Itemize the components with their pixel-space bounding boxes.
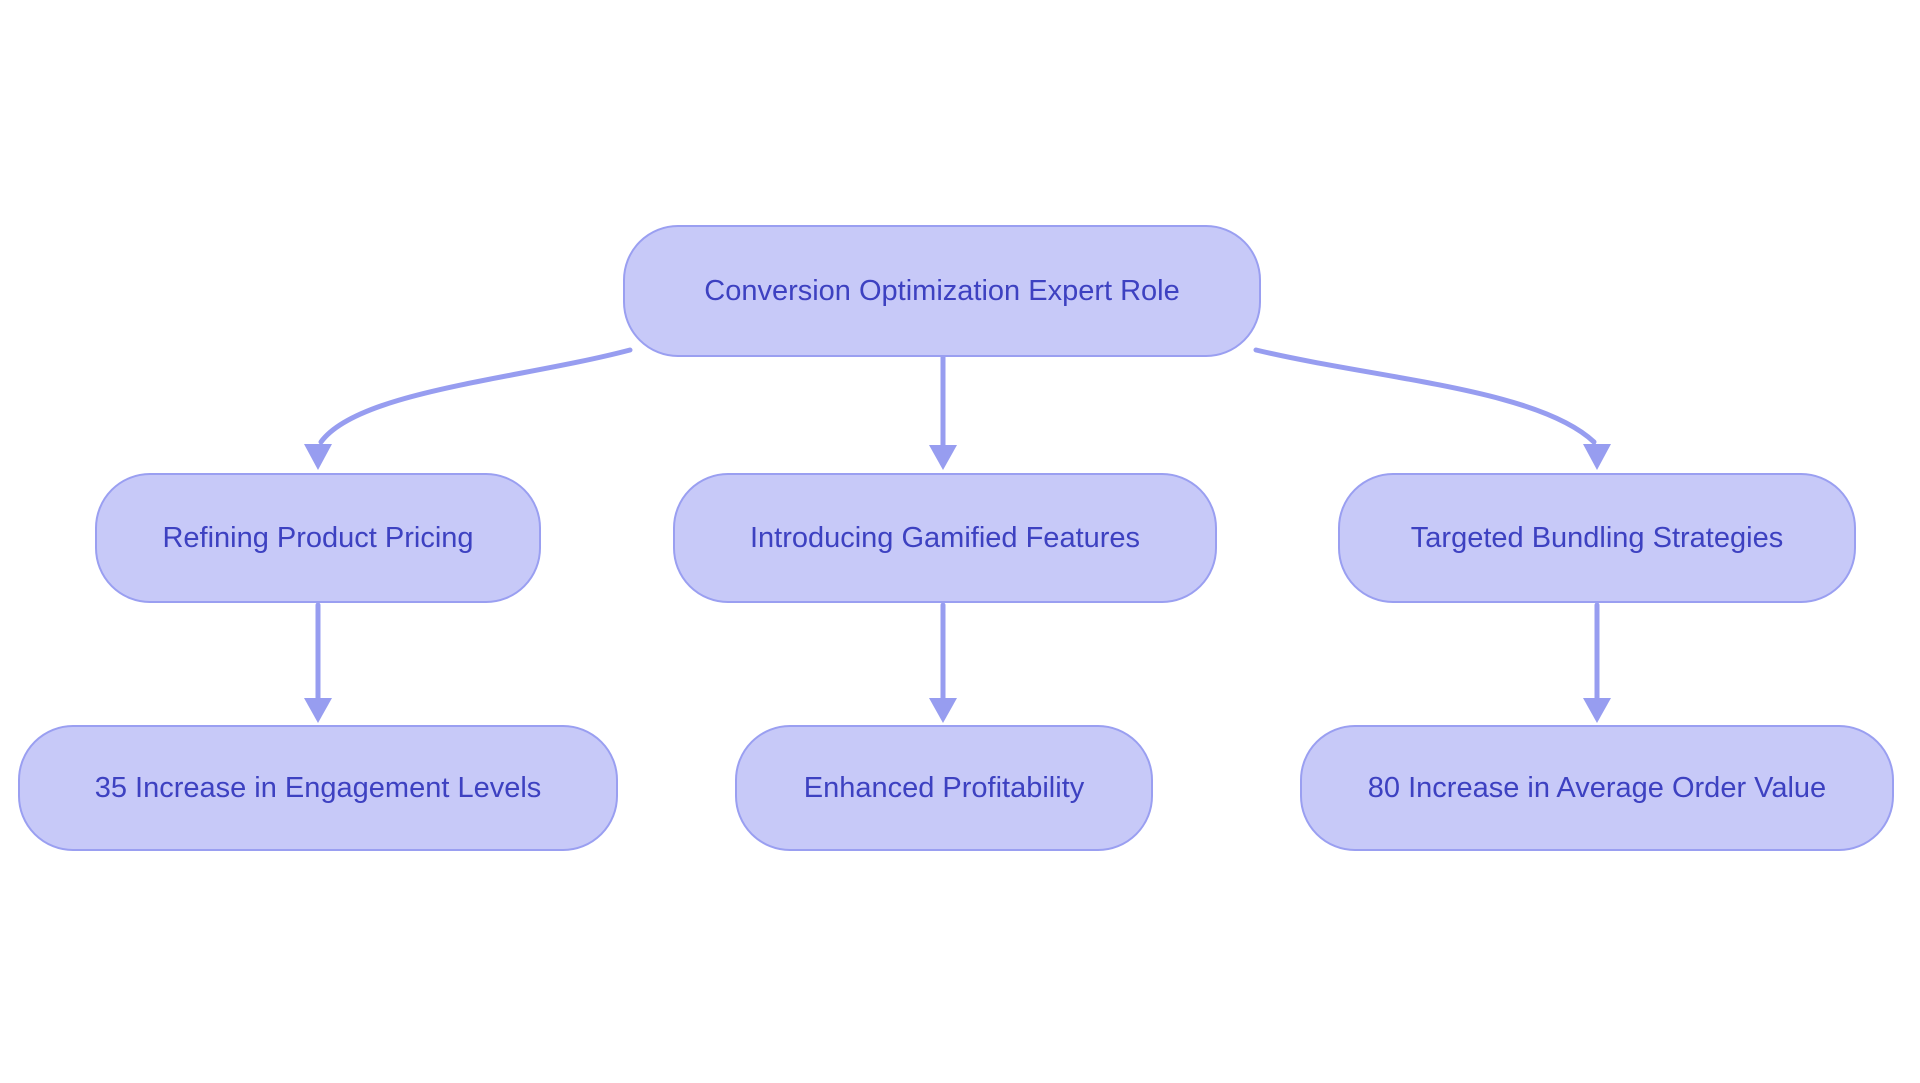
node-outcome-1-label: 35 Increase in Engagement Levels <box>94 771 542 804</box>
node-strategy-2-label: Introducing Gamified Features <box>749 521 1141 554</box>
node-strategy-1: Refining Product Pricing <box>95 473 541 603</box>
node-strategy-3: Targeted Bundling Strategies <box>1338 473 1856 603</box>
arrow-root-to-strategy-1 <box>304 347 633 470</box>
node-outcome-1: 35 Increase in Engagement Levels <box>18 725 618 851</box>
node-outcome-3-label: 80 Increase in Average Order Value <box>1367 771 1827 804</box>
node-strategy-2: Introducing Gamified Features <box>673 473 1217 603</box>
arrow-strategy-3-to-outcome-3 <box>1583 602 1611 723</box>
arrow-strategy-2-to-outcome-2 <box>929 602 957 723</box>
arrow-strategy-1-to-outcome-1 <box>304 602 332 723</box>
node-root: Conversion Optimization Expert Role <box>623 225 1261 357</box>
arrow-root-to-strategy-3 <box>1253 347 1611 470</box>
node-root-label: Conversion Optimization Expert Role <box>704 274 1180 307</box>
arrow-root-to-strategy-2 <box>929 354 957 470</box>
node-strategy-3-label: Targeted Bundling Strategies <box>1410 521 1784 554</box>
node-outcome-2-label: Enhanced Profitability <box>803 771 1085 804</box>
node-strategy-1-label: Refining Product Pricing <box>162 521 474 554</box>
node-outcome-3: 80 Increase in Average Order Value <box>1300 725 1894 851</box>
node-outcome-2: Enhanced Profitability <box>735 725 1153 851</box>
